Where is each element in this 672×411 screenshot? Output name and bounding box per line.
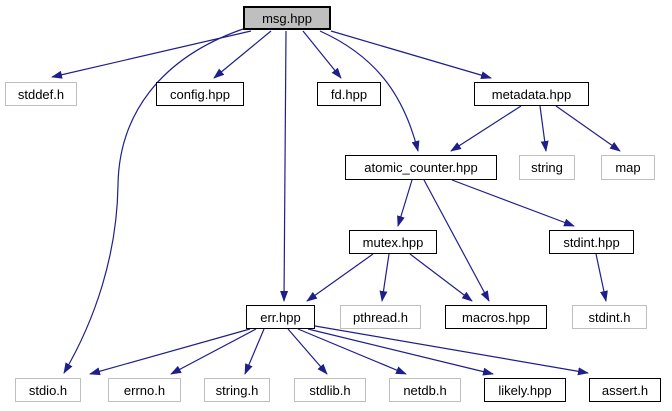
- edge-err-hpp-to-string-h: [244, 328, 265, 375]
- node-label: stdio.h: [28, 382, 68, 398]
- node-likely-hpp[interactable]: likely.hpp: [484, 378, 566, 402]
- node-string-h[interactable]: string.h: [204, 378, 270, 402]
- edge-msg-hpp-to-config-hpp: [213, 30, 272, 79]
- node-err-hpp[interactable]: err.hpp: [246, 305, 315, 329]
- node-label: errno.h: [123, 382, 166, 398]
- node-label: map: [615, 160, 641, 175]
- edge-err-hpp-to-stdio-h: [89, 328, 251, 376]
- node-mutex-hpp[interactable]: mutex.hpp: [349, 230, 437, 254]
- edge-err-hpp-to-assert-h: [314, 325, 589, 376]
- edge-mutex-hpp-to-pthread-h: [379, 253, 390, 302]
- node-label: err.hpp: [260, 309, 301, 325]
- node-stdint-hpp[interactable]: stdint.hpp: [549, 230, 634, 254]
- node-netdb-h[interactable]: netdb.h: [389, 378, 461, 402]
- node-label: assert.h: [601, 382, 649, 398]
- node-label: stdint.h: [588, 309, 631, 325]
- edge-mutex-hpp-to-err-hpp: [306, 253, 374, 302]
- node-label: stddef.h: [17, 86, 65, 102]
- node-label: fd.hpp: [330, 86, 368, 102]
- node-metadata-hpp[interactable]: metadata.hpp: [474, 82, 589, 106]
- node-errno-h[interactable]: errno.h: [108, 378, 181, 402]
- node-label: pthread.h: [353, 309, 408, 325]
- node-stdio-h[interactable]: stdio.h: [15, 378, 81, 402]
- edge-atomic-counter-hpp-to-stdint-hpp: [451, 179, 575, 227]
- edges-group: [51, 28, 621, 376]
- node-label: stdint.hpp: [563, 234, 620, 250]
- edge-atomic-counter-hpp-to-mutex-hpp: [397, 179, 413, 227]
- edge-msg-hpp-to-metadata-hpp: [330, 30, 492, 80]
- edge-stdint-hpp-to-stdint-h: [595, 253, 608, 302]
- node-label: config.hpp: [170, 86, 230, 102]
- node-label: string.h: [215, 382, 259, 398]
- edge-err-hpp-to-stdlib-h: [287, 328, 328, 375]
- node-label: msg.hpp: [262, 10, 312, 26]
- node-config-hpp[interactable]: config.hpp: [156, 82, 244, 106]
- edge-err-hpp-to-errno-h: [170, 328, 257, 375]
- edge-msg-hpp-to-atomic-counter-hpp: [319, 30, 420, 152]
- node-stdlib-h[interactable]: stdlib.h: [294, 378, 366, 402]
- edge-msg-hpp-to-err-hpp: [280, 30, 289, 302]
- node-label: stdlib.h: [309, 382, 351, 398]
- edge-err-hpp-to-likely-hpp: [307, 328, 494, 376]
- node-label: macros.hpp: [462, 309, 530, 325]
- edge-metadata-hpp-to-atomic-counter-hpp: [450, 105, 522, 152]
- node-string[interactable]: string: [519, 155, 575, 180]
- node-assert-h[interactable]: assert.h: [589, 378, 661, 402]
- edge-metadata-hpp-to-map: [555, 105, 621, 152]
- node-label: string: [531, 160, 563, 175]
- node-macros-hpp[interactable]: macros.hpp: [445, 305, 547, 329]
- edge-msg-hpp-to-stdio-h: [63, 28, 244, 374]
- node-label: likely.hpp: [498, 382, 552, 398]
- node-label: mutex.hpp: [362, 234, 424, 250]
- node-map[interactable]: map: [601, 155, 655, 180]
- node-stdint-h[interactable]: stdint.h: [572, 305, 647, 329]
- edge-atomic-counter-hpp-to-macros-hpp: [423, 179, 490, 302]
- edge-mutex-hpp-to-macros-hpp: [409, 253, 473, 302]
- node-msg-hpp[interactable]: msg.hpp: [243, 6, 331, 30]
- edge-metadata-hpp-to-string: [539, 105, 549, 152]
- node-label: atomic_counter.hpp: [364, 160, 478, 175]
- node-atomic-counter-hpp[interactable]: atomic_counter.hpp: [345, 155, 497, 180]
- edge-msg-hpp-to-fd-hpp: [302, 30, 342, 79]
- node-label: netdb.h: [403, 382, 447, 398]
- node-stddef-h[interactable]: stddef.h: [5, 82, 77, 106]
- node-label: metadata.hpp: [491, 86, 572, 102]
- node-pthread-h[interactable]: pthread.h: [340, 305, 421, 329]
- node-fd-hpp[interactable]: fd.hpp: [317, 82, 381, 106]
- edge-err-hpp-to-netdb-h: [297, 328, 407, 375]
